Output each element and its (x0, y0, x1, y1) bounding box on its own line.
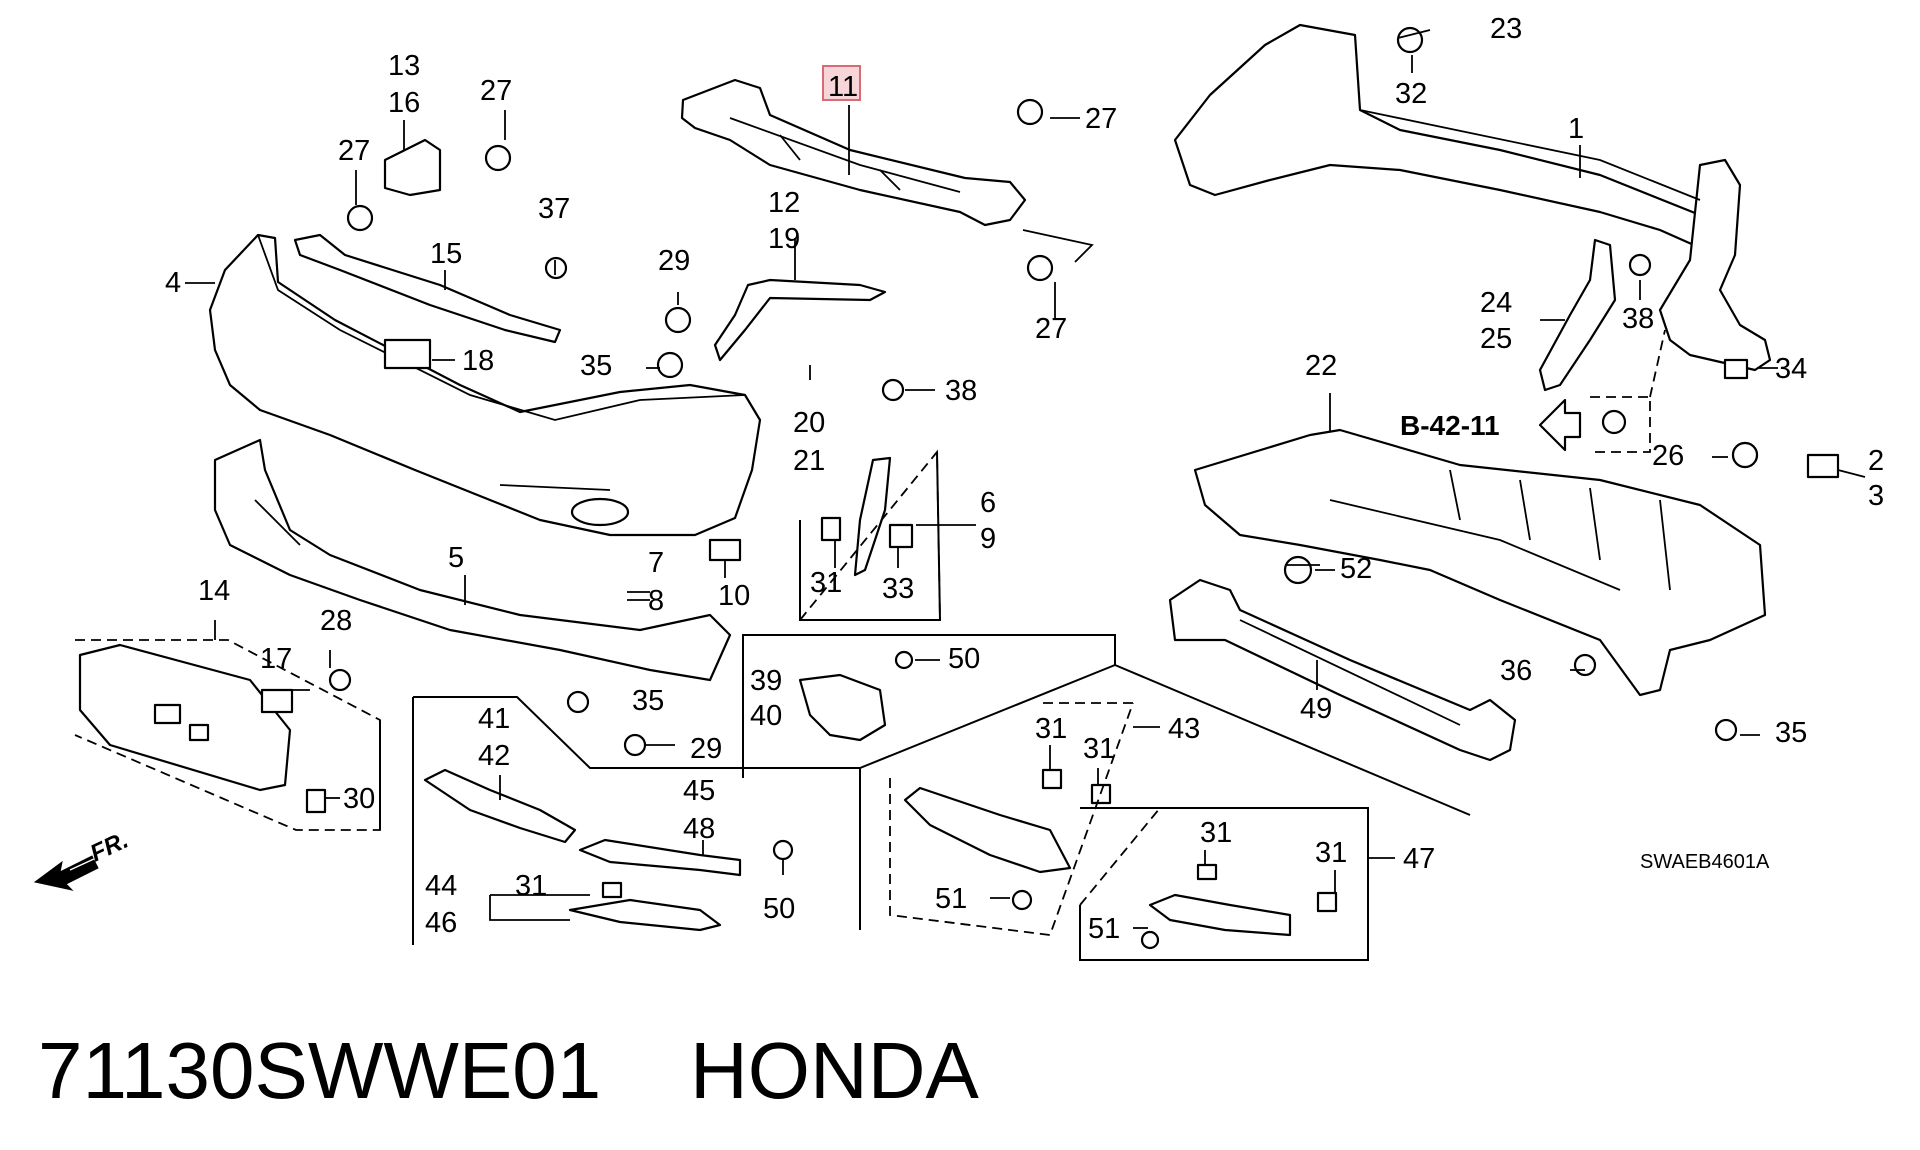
callout-18: 18 (462, 345, 494, 377)
bracket-39-illustration (798, 673, 887, 742)
title-brand: HONDA (690, 1026, 980, 1115)
callout-31-f: 31 (1315, 837, 1347, 869)
leader-lines (185, 29, 1866, 929)
callout-41: 41 (478, 703, 510, 735)
title-part-number: 71130SWWE01 (38, 1026, 601, 1115)
callout-27-b: 27 (338, 135, 370, 167)
callout-42: 42 (478, 740, 510, 772)
callout-37: 37 (538, 193, 570, 225)
callout-9: 9 (980, 523, 996, 555)
side-bracket-illustration (1538, 238, 1617, 392)
callout-28: 28 (320, 605, 352, 637)
callout-39: 39 (750, 665, 782, 697)
callout-30: 30 (343, 783, 375, 815)
callout-43: 43 (1168, 713, 1200, 745)
bracket-6-illustration (853, 456, 892, 577)
reinforcement-beam-illustration (1168, 578, 1517, 762)
callout-38-a: 38 (945, 375, 977, 407)
callout-47: 47 (1403, 843, 1435, 875)
callout-27-c: 27 (1085, 103, 1117, 135)
callout-29-b: 29 (690, 733, 722, 765)
callout-11: 11 (828, 71, 858, 103)
callout-38-b: 38 (1622, 303, 1654, 335)
reference-arrow-icon (1538, 398, 1582, 452)
panel-43-illustration (903, 786, 1072, 874)
callout-31-c: 31 (1083, 733, 1115, 765)
callout-31-b: 31 (1035, 713, 1067, 745)
reference-label: B-42-11 (1400, 410, 1500, 441)
callout-50-a: 50 (948, 643, 980, 675)
callout-26: 26 (1652, 440, 1684, 472)
callout-1: 1 (1568, 113, 1584, 145)
callout-17: 17 (260, 643, 292, 675)
callout-20: 20 (793, 407, 825, 439)
callout-35-b: 35 (632, 685, 664, 717)
callout-27-a: 27 (480, 75, 512, 107)
callout-10: 10 (718, 580, 750, 612)
panel-47-illustration (1148, 893, 1292, 937)
license-plate-base-illustration (78, 643, 292, 792)
callout-52: 52 (1340, 553, 1372, 585)
front-direction-arrow-icon (33, 855, 99, 891)
bracket-13-illustration (383, 138, 442, 197)
callout-21: 21 (793, 445, 825, 477)
callout-36: 36 (1500, 655, 1532, 687)
callout-5: 5 (448, 542, 464, 574)
lower-bumper-cover-illustration (208, 233, 762, 537)
callout-48: 48 (683, 813, 715, 845)
callout-8: 8 (648, 585, 664, 617)
callout-51-b: 51 (1088, 913, 1120, 945)
bracket-19-illustration (713, 278, 887, 362)
callout-11-highlight (822, 65, 861, 101)
drawing-code: SWAEB4601A (1640, 851, 1770, 873)
callout-45: 45 (683, 775, 715, 807)
callout-44: 44 (425, 870, 457, 902)
upper-beam-illustration (680, 78, 1027, 227)
callout-31-d: 31 (515, 870, 547, 902)
callout-49: 49 (1300, 693, 1332, 725)
callout-25: 25 (1480, 323, 1512, 355)
callout-15: 15 (430, 238, 462, 270)
lower-valance-illustration (213, 438, 732, 682)
callout-6: 6 (980, 487, 996, 519)
callout-23: 23 (1490, 13, 1522, 45)
callout-14: 14 (198, 575, 230, 607)
callout-35-c: 35 (1775, 717, 1807, 749)
callout-51-a: 51 (935, 883, 967, 915)
callout-27-d: 27 (1035, 313, 1067, 345)
callout-2: 2 (1868, 445, 1884, 477)
callout-34: 34 (1775, 353, 1807, 385)
callout-13: 13 (388, 50, 420, 82)
callout-22: 22 (1305, 350, 1337, 382)
panel-45-illustration (578, 838, 742, 877)
callout-31-a: 31 (810, 567, 842, 599)
diffuser-illustration (1193, 428, 1767, 697)
callout-3: 3 (1868, 480, 1884, 512)
callout-24: 24 (1480, 287, 1512, 319)
callout-40: 40 (750, 700, 782, 732)
upper-strip-illustration (293, 233, 562, 344)
fasteners-illustration (260, 26, 1840, 950)
callout-29-a: 29 (658, 245, 690, 277)
callout-labels: 11 1 2 3 4 5 6 7 8 9 10 12 13 14 15 16 1… (165, 13, 1884, 945)
callout-4: 4 (165, 267, 181, 299)
callout-19: 19 (768, 223, 800, 255)
panel-41-illustration (423, 768, 577, 844)
callout-32: 32 (1395, 78, 1427, 110)
callout-12: 12 (768, 187, 800, 219)
clip-18-illustration (383, 338, 432, 370)
group-frames (74, 329, 1666, 961)
callout-16: 16 (388, 87, 420, 119)
upper-bumper-cover-illustration (1173, 23, 1772, 372)
callout-7: 7 (648, 547, 664, 579)
callout-35-a: 35 (580, 350, 612, 382)
callout-33: 33 (882, 573, 914, 605)
callout-31-e: 31 (1200, 817, 1232, 849)
callout-50-b: 50 (763, 893, 795, 925)
callout-46: 46 (425, 907, 457, 939)
panel-44-illustration (568, 898, 722, 932)
